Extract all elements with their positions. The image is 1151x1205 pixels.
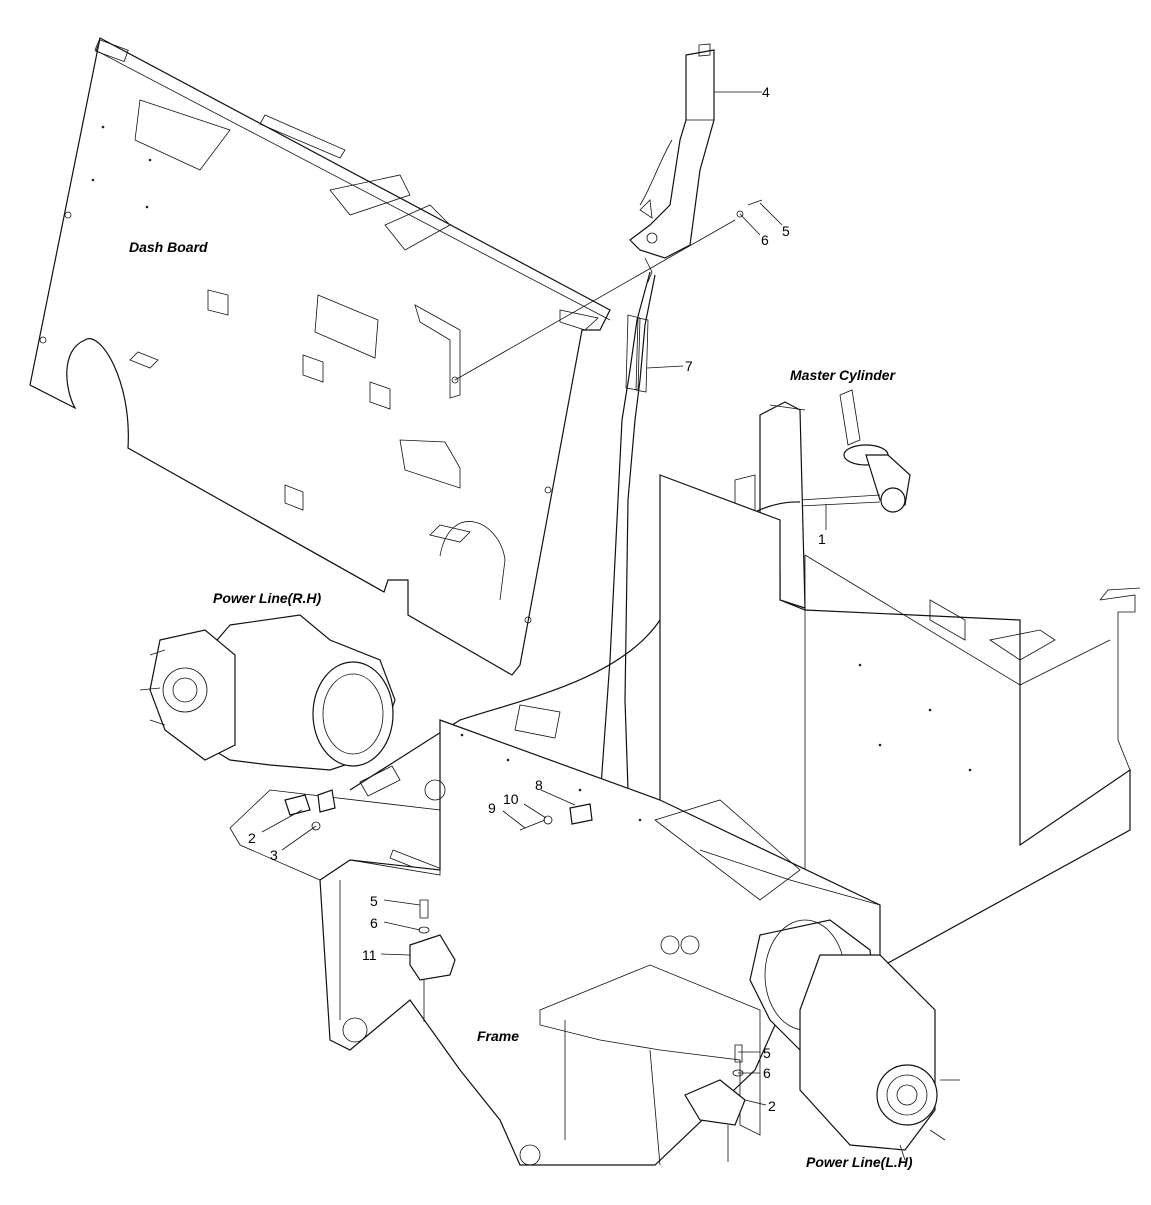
- callout-10: 10: [503, 791, 519, 807]
- callout-1: 1: [818, 531, 826, 547]
- frame-assembly: [229, 663, 972, 1166]
- power-line-rh-motor: [139, 614, 396, 771]
- callout-2-left: 2: [248, 830, 256, 846]
- hand-brake-lever: [629, 43, 715, 283]
- callout-7: 7: [685, 358, 693, 374]
- diagram-labels: Dash Board Master Cylinder Power Line(R.…: [129, 239, 913, 1170]
- label-frame: Frame: [477, 1028, 519, 1044]
- label-power-line-rh: Power Line(R.H): [213, 590, 321, 606]
- master-cylinder-unit: [799, 389, 911, 513]
- callout-5-mid: 5: [370, 893, 378, 909]
- callout-6-top: 6: [761, 232, 769, 248]
- callout-9: 9: [488, 800, 496, 816]
- callout-5-top: 5: [782, 223, 790, 239]
- label-dash-board: Dash Board: [129, 239, 208, 255]
- callout-3: 3: [270, 847, 278, 863]
- hardware-parts: [284, 199, 763, 1126]
- leader-lines: [261, 91, 827, 1162]
- callout-2-right: 2: [768, 1098, 776, 1114]
- label-master-cylinder: Master Cylinder: [790, 367, 897, 383]
- label-power-line-lh: Power Line(L.H): [806, 1154, 913, 1170]
- callout-8: 8: [535, 777, 543, 793]
- callout-11: 11: [362, 947, 377, 963]
- part-callouts: 4 5 6 7 1 2 3 8 10 9 5 6 11 5 6 2: [248, 84, 826, 1114]
- power-line-lh-motor: [749, 919, 960, 1161]
- dash-board-panel: [29, 37, 611, 676]
- callout-4: 4: [762, 84, 770, 100]
- callout-5-bottom: 5: [763, 1045, 771, 1061]
- callout-6-bottom: 6: [763, 1065, 771, 1081]
- callout-6-mid: 6: [370, 915, 378, 931]
